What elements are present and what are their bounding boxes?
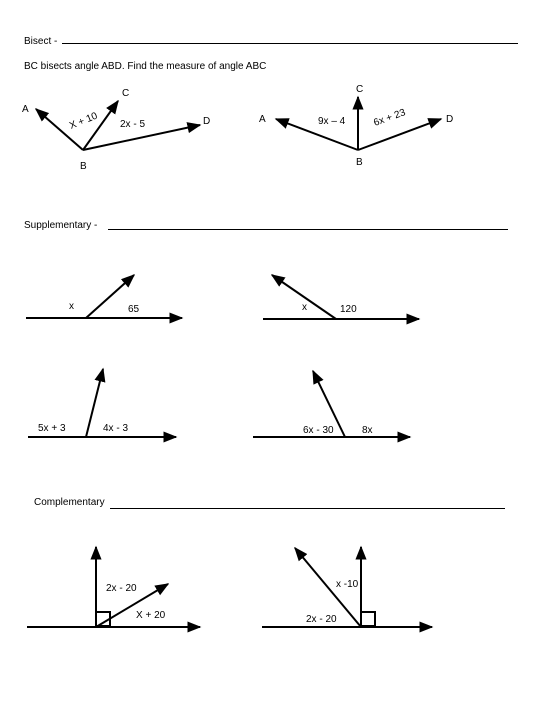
ray-bd xyxy=(82,122,202,151)
lower-angle-label: X + 20 xyxy=(136,610,166,621)
angle-abc-label: X + 10 xyxy=(68,110,100,131)
angle-ray xyxy=(312,369,346,438)
right-angle-marker xyxy=(360,611,376,627)
ray-ba xyxy=(34,108,84,151)
label-c: C xyxy=(356,84,363,95)
angle-ray xyxy=(270,274,337,320)
angle-abc-label: 9x – 4 xyxy=(318,116,346,127)
upper-angle-label: x -10 xyxy=(336,579,359,590)
complementary-figure-2: x -10 2x - 20 xyxy=(262,545,434,633)
label-d: D xyxy=(203,116,210,127)
right-angle-label: 120 xyxy=(340,304,357,315)
ray-ba xyxy=(274,118,359,151)
supplementary-figure-1: x 65 xyxy=(26,274,184,324)
upper-angle-label: 2x - 20 xyxy=(106,583,137,594)
supplementary-figure-2: x 120 xyxy=(263,274,421,325)
supplementary-answer-line xyxy=(108,229,508,230)
left-angle-label: x xyxy=(69,301,74,312)
complementary-heading: Complementary xyxy=(34,497,105,508)
supplementary-figure-4: 6x - 30 8x xyxy=(253,369,412,443)
lower-angle-label: 2x - 20 xyxy=(306,614,337,625)
angle-ray xyxy=(85,274,136,319)
angle-ray xyxy=(294,546,362,628)
angle-ray xyxy=(85,367,106,438)
bisect-heading: Bisect - xyxy=(24,36,58,47)
label-b: B xyxy=(80,161,87,172)
bisect-figure-2: A B C D 9x – 4 6x + 23 xyxy=(259,84,453,168)
supplementary-figure-3: 5x + 3 4x - 3 xyxy=(28,367,178,443)
angle-cbd-label: 2x - 5 xyxy=(120,119,145,130)
supplementary-heading: Supplementary - xyxy=(24,220,98,231)
ray-bd xyxy=(357,118,443,151)
right-angle-label: 4x - 3 xyxy=(103,423,128,434)
label-c: C xyxy=(122,88,129,99)
angle-ray xyxy=(95,583,170,628)
complementary-answer-line xyxy=(110,508,505,509)
left-angle-label: 5x + 3 xyxy=(38,423,66,434)
right-angle-label: 65 xyxy=(128,304,140,315)
ray-bc xyxy=(82,99,119,151)
bisect-answer-line xyxy=(62,43,518,44)
left-angle-label: x xyxy=(302,302,307,313)
angle-cbd-label: 6x + 23 xyxy=(372,107,407,129)
label-b: B xyxy=(356,157,363,168)
left-angle-label: 6x - 30 xyxy=(303,425,334,436)
bisect-instruction: BC bisects angle ABD. Find the measure o… xyxy=(24,61,267,72)
right-angle-label: 8x xyxy=(362,425,373,436)
complementary-figure-1: 2x - 20 X + 20 xyxy=(27,545,202,633)
label-a: A xyxy=(22,104,29,115)
right-angle-marker xyxy=(95,611,111,627)
label-a: A xyxy=(259,114,266,125)
bisect-figure-1: A B C D X + 10 2x - 5 xyxy=(22,88,210,172)
label-d: D xyxy=(446,114,453,125)
